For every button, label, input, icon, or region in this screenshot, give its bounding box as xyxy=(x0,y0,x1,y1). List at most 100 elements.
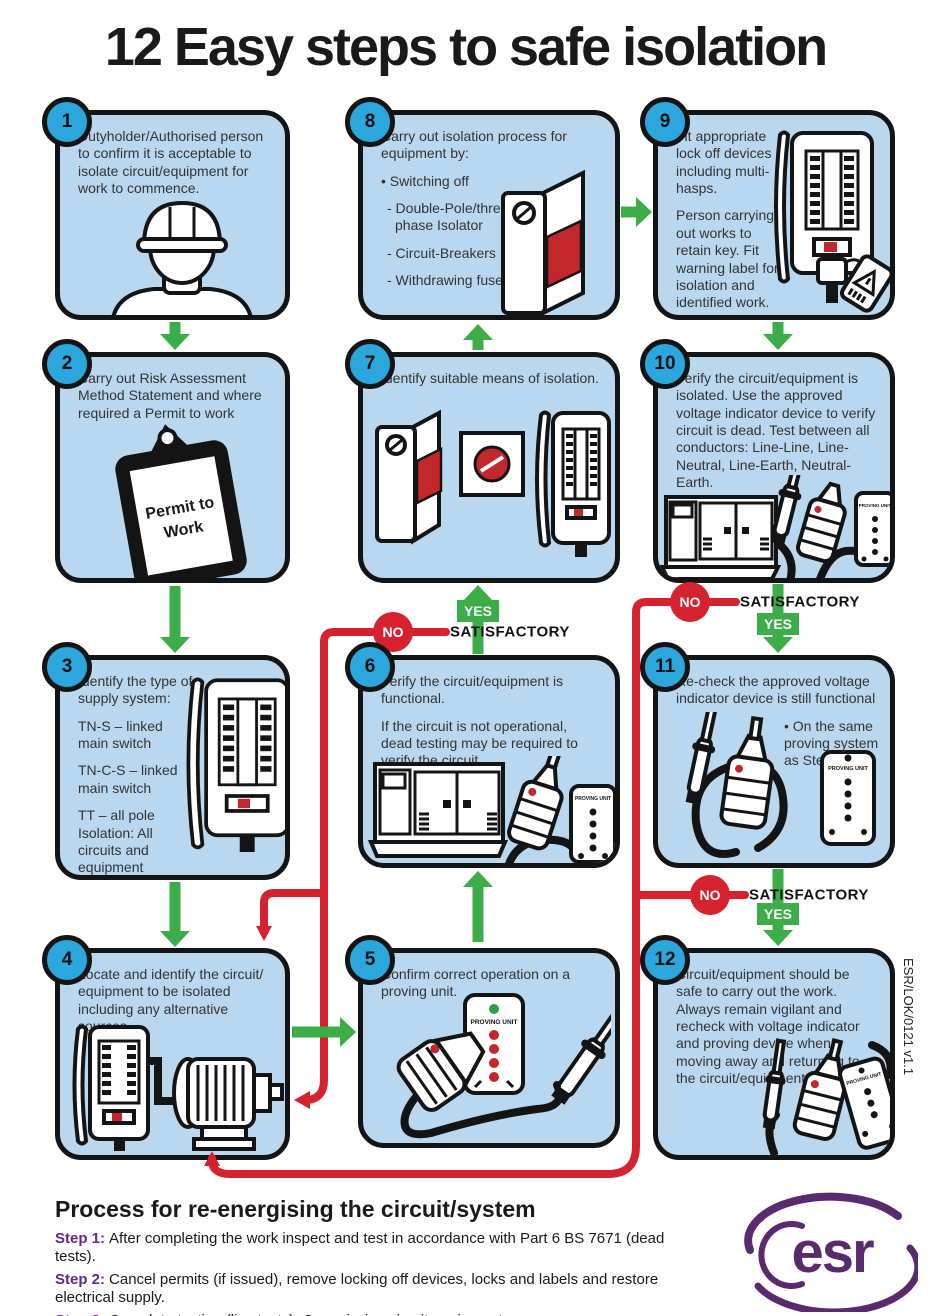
esr-logo-inner-crescent xyxy=(758,1221,805,1289)
esr-logo-swoosh-bottom xyxy=(754,1244,918,1312)
reenergising-step-3-label: Step 3: xyxy=(55,1312,105,1316)
step-11-text-1: Re-check the approved voltage indicator … xyxy=(676,673,876,707)
reenergising-step-2-label: Step 2: xyxy=(55,1271,106,1288)
step-3-text-2: TN-S – linked main switch xyxy=(78,717,163,752)
step-10-text: Verify the circuit/equipment is isolated… xyxy=(676,370,876,491)
step-1-box: Dutyholder/Authorised person to confirm … xyxy=(55,110,290,320)
step-8-box: Carry out isolation process for equipmen… xyxy=(358,110,620,320)
clipboard-text-line2: Work xyxy=(163,518,205,542)
green-head-5-6 xyxy=(463,871,493,887)
step-9-text-2: Person carrying out works to retain key.… xyxy=(676,207,779,311)
reenergising-step-2-text: Cancel permits (if issued), remove locki… xyxy=(55,1271,659,1306)
step-12-number-badge: 12 xyxy=(640,935,690,985)
green-head-1-2 xyxy=(160,334,190,350)
green-head-2-3 xyxy=(160,637,190,653)
esr-logo-text: esr xyxy=(791,1220,874,1285)
no-path-branch-into-step4-top xyxy=(260,889,328,931)
no-badge-step11: NO xyxy=(690,875,730,915)
step-6-box: Verify the circuit/equipment is function… xyxy=(358,655,620,868)
green-head-8-9 xyxy=(636,197,652,227)
step-11-box: Re-check the approved voltage indicator … xyxy=(653,655,895,868)
green-head-7-8 xyxy=(463,324,493,340)
step-2-box: Carry out Risk Assessment Method Stateme… xyxy=(55,352,290,583)
esr-logo: esr xyxy=(744,1192,918,1312)
satisfactory-label-step6: SATISFACTORY xyxy=(450,623,570,641)
reenergising-step-3: Step 3: Complete testing (live tests). Co… xyxy=(55,1312,695,1316)
circuit-and-motor-icon xyxy=(72,1024,284,1151)
green-head-10-11 xyxy=(763,637,793,653)
green-head-3-4 xyxy=(160,931,190,947)
proving-unit-label: PROVING UNIT xyxy=(828,766,868,772)
proving-unit-label: PROVING UNIT xyxy=(471,1019,518,1026)
step-7-number-badge: 7 xyxy=(345,339,395,389)
step-12-text-1: Circuit/equipment should be safe to carr… xyxy=(676,966,850,1000)
reenergising-step-1-label: Step 1: xyxy=(55,1230,106,1247)
page-title: 12 Easy steps to safe isolation xyxy=(104,17,828,77)
reenergising-steps: Step 1:After completing the work inspect… xyxy=(55,1230,695,1316)
step-8-bullet-3: - Circuit-Breakers xyxy=(387,244,496,261)
step-8-bullet-2: - Double-Pole/three- phase Isolator xyxy=(387,200,514,234)
step-12-box: Circuit/equipment should be safe to carr… xyxy=(653,948,895,1160)
generator-test-icon: PROVING UNIT xyxy=(367,756,615,863)
step-5-number-badge: 5 xyxy=(345,935,395,985)
step-4-number-badge: 4 xyxy=(42,935,92,985)
red-arrowhead-into-step4-right xyxy=(294,1091,310,1109)
step-7-text: Identify suitable means of isolation. xyxy=(381,370,599,386)
step-2-text: Carry out Risk Assessment Method Stateme… xyxy=(78,370,262,421)
permit-clipboard-icon: Permit to Work xyxy=(115,424,247,578)
safe-work-tester-icon: PROVING UNIT xyxy=(762,1038,890,1155)
worker-icon xyxy=(111,200,253,315)
proving-unit-label: PROVING UNIT xyxy=(859,503,892,508)
step-8-bullet-1: • Switching off xyxy=(381,172,469,189)
proving-unit-label: PROVING UNIT xyxy=(575,796,611,802)
step-12-text-2: Always remain vigilant and recheck with … xyxy=(676,1000,860,1087)
green-head-9-10 xyxy=(763,334,793,350)
red-arrowhead-into-step4-top xyxy=(256,926,272,941)
step-6-text-1: Verify the circuit/equipment is function… xyxy=(381,673,564,707)
step-2-number-badge: 2 xyxy=(42,339,92,389)
step-6-number-badge: 6 xyxy=(345,642,395,692)
document-reference: ESR/LOK/0121 v1.1 xyxy=(901,958,916,1076)
step-3-text-4: TT – all pole Isolation: All circuits an… xyxy=(78,807,155,876)
green-head-6-7 xyxy=(463,585,493,601)
no-badge-step10: NO xyxy=(670,582,710,622)
recheck-tester-icon: PROVING UNIT xyxy=(685,712,876,858)
reenergising-step-1-text: After completing the work inspect and te… xyxy=(55,1230,665,1265)
step-3-text-1: Identify the type of supply system: xyxy=(78,673,193,707)
step-3-number-badge: 3 xyxy=(42,642,92,692)
step-3-text-3: TN-C-S – linked main switch xyxy=(78,762,178,796)
step-10-box: Verify the circuit/equipment is isolated… xyxy=(653,352,895,583)
satisfactory-label-step10: SATISFACTORY xyxy=(740,593,860,611)
step-1-number-badge: 1 xyxy=(42,97,92,147)
step-7-box: Identify suitable means of isolation. xyxy=(358,352,620,583)
step-9-number-badge: 9 xyxy=(640,97,690,147)
step-9-text-1: Fit appropriate lock off devices includi… xyxy=(676,128,772,197)
reenergising-step-2: Step 2:Cancel permits (if issued), remov… xyxy=(55,1271,695,1307)
step-9-box: Fit appropriate lock off devices includi… xyxy=(653,110,895,320)
step-11-number-badge: 11 xyxy=(640,642,690,692)
consumer-unit-icon xyxy=(186,677,285,852)
green-head-11-12 xyxy=(763,930,793,946)
circuit-breaker-icon xyxy=(501,169,585,315)
yes-tag-step6: YES xyxy=(456,600,500,622)
esr-logo-swoosh-top xyxy=(744,1192,902,1254)
reenergising-step-1: Step 1:After completing the work inspect… xyxy=(55,1230,695,1266)
reenergising-heading: Process for re-energising the circuit/sy… xyxy=(55,1196,536,1222)
locked-board-icon xyxy=(774,130,890,313)
step-5-box: Confirm correct operation on a proving u… xyxy=(358,948,620,1148)
step-8-bullet-4: - Withdrawing fuse xyxy=(387,272,503,289)
step-4-box: Locate and identify the circuit/ equipme… xyxy=(55,948,290,1160)
step-8-text: Carry out isolation process for equipmen… xyxy=(381,128,567,162)
reenergising-step-3-text: Complete testing (live tests). Commissio… xyxy=(109,1312,507,1316)
proving-unit-test-icon: PROVING UNIT xyxy=(396,993,611,1139)
yes-tag-step10: YES xyxy=(756,613,800,635)
satisfactory-label-step11: SATISFACTORY xyxy=(749,886,869,904)
step-10-number-badge: 10 xyxy=(640,339,690,389)
green-head-4-5 xyxy=(340,1017,356,1047)
verify-dead-icon: PROVING UNIT xyxy=(660,475,892,578)
isolation-means-icon xyxy=(375,409,611,557)
yes-tag-step11: YES xyxy=(756,903,800,925)
step-8-number-badge: 8 xyxy=(345,97,395,147)
step-1-text: Dutyholder/Authorised person to confirm … xyxy=(78,128,264,197)
